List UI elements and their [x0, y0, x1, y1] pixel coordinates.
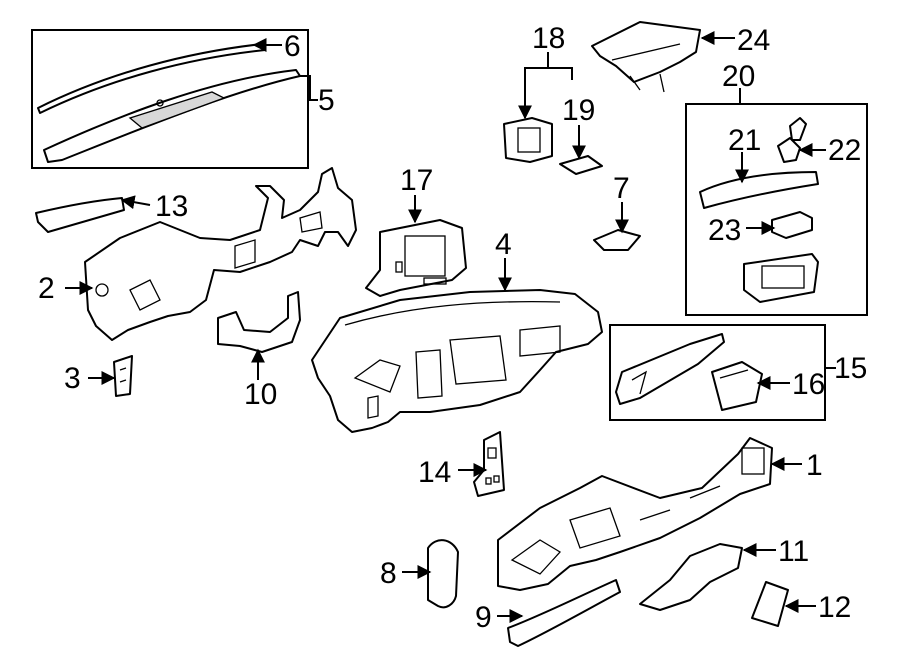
part-4-instrument-panel	[311, 289, 603, 433]
callout-4: 4	[495, 228, 512, 261]
callout-21: 21	[728, 124, 761, 157]
callout-24: 24	[737, 24, 770, 57]
part-24-module	[591, 21, 701, 93]
part-15-glove-door	[615, 333, 725, 405]
part-22-knob	[777, 117, 807, 163]
callout-10: 10	[244, 378, 277, 411]
callout-13: 13	[155, 190, 188, 223]
callout-20: 20	[722, 60, 755, 93]
part-1-lower-panel	[497, 437, 773, 591]
part-7-pad	[593, 229, 641, 251]
part-13-cover	[35, 197, 125, 233]
part-6-garnish-strip	[37, 43, 266, 114]
callout-8: 8	[380, 557, 397, 590]
part-14-bracket	[473, 431, 505, 497]
part-3-bracket	[113, 355, 133, 397]
callout-1: 1	[806, 449, 823, 482]
callout-9: 9	[475, 601, 492, 634]
part-19-pad	[559, 155, 603, 175]
part-18-vent	[503, 117, 553, 163]
part-12-panel	[751, 581, 789, 627]
part-17-bezel	[365, 219, 467, 297]
part-8-side-cover	[427, 539, 459, 609]
part-9-lower-trim	[507, 579, 621, 647]
callout-7: 7	[613, 172, 630, 205]
part-23-block	[771, 211, 813, 239]
part-2-cross-beam	[84, 167, 357, 341]
callout-23: 23	[708, 214, 741, 247]
part-5-defroster-panel	[43, 69, 301, 163]
part-21-lid	[699, 171, 819, 209]
callouts: 6 5 13 2 3 10 17 4 18 19 7 24 20 21 22 2…	[38, 22, 867, 634]
callout-12: 12	[818, 591, 851, 624]
callout-16: 16	[792, 368, 825, 401]
callout-5: 5	[318, 84, 335, 117]
part-16-glove-bin	[711, 361, 763, 411]
callout-22: 22	[828, 134, 861, 167]
callout-15: 15	[834, 352, 867, 385]
part-11-duct	[639, 543, 743, 611]
group-box-15	[609, 324, 826, 421]
callout-3: 3	[64, 362, 81, 395]
callout-14: 14	[418, 456, 451, 489]
callout-6: 6	[284, 30, 301, 63]
callout-11: 11	[778, 535, 809, 568]
part-20-bin	[743, 253, 819, 303]
callout-19: 19	[562, 94, 595, 127]
callout-2: 2	[38, 272, 55, 305]
callout-17: 17	[400, 164, 433, 197]
part-10-brace	[217, 291, 301, 353]
group-box-5	[31, 29, 309, 169]
group-box-20	[685, 103, 868, 316]
callout-18: 18	[532, 22, 565, 55]
leader-lines	[65, 31, 836, 623]
